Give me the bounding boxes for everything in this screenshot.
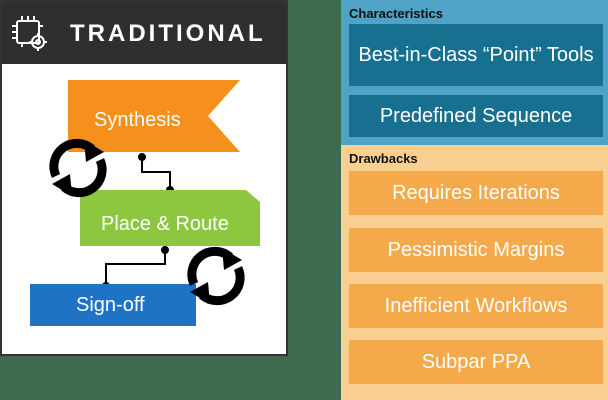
connector-place-signoff (105, 250, 166, 286)
panel-title: TRADITIONAL (70, 20, 266, 47)
drawback-item: Pessimistic Margins (349, 228, 603, 272)
drawbacks-title: Drawbacks (349, 151, 418, 166)
connector-synthesis-place (141, 157, 171, 190)
drawback-item: Inefficient Workflows (349, 284, 603, 328)
place-route-label: Place & Route (101, 213, 229, 235)
drawbacks-section: Drawbacks Requires Iterations Pessimisti… (341, 145, 608, 400)
characteristic-item: Predefined Sequence (349, 95, 603, 137)
cycle-arrows-icon (49, 138, 107, 198)
cycle-arrows-icon (187, 246, 245, 306)
signoff-shape (30, 284, 196, 326)
synthesis-shape (68, 80, 240, 152)
connector-dot (138, 153, 146, 161)
chip-gear-icon (12, 16, 47, 51)
traditional-panel: TRADITIONAL Synthesis Place & Route Sign… (0, 0, 288, 356)
place-route-shape (80, 190, 260, 246)
characteristics-title: Characteristics (349, 6, 443, 21)
drawback-item: Requires Iterations (349, 171, 603, 215)
drawback-item: Subpar PPA (349, 340, 603, 384)
connector-dot (161, 246, 169, 254)
characteristic-item: Best-in-Class “Point” Tools (349, 24, 603, 86)
characteristics-section: Characteristics Best-in-Class “Point” To… (341, 0, 608, 145)
flow-diagram (30, 80, 260, 326)
panel-header: TRADITIONAL (2, 2, 286, 64)
synthesis-label: Synthesis (94, 109, 181, 131)
signoff-label: Sign-off (76, 294, 145, 316)
